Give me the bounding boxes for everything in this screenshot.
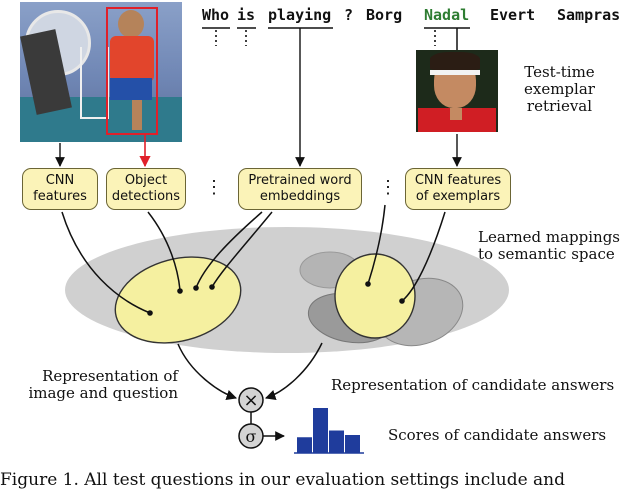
mapping-curve-embedding-1 [195, 211, 263, 289]
mapping-curve-embedding-2 [211, 211, 273, 288]
mapping-curve-exemplar [401, 211, 446, 302]
answer-ellipse [334, 253, 416, 339]
candidate-answer: Borg [366, 6, 403, 24]
mapping-curve-object [147, 211, 181, 291]
score-bar [313, 408, 328, 453]
object-detections-box: Object detections [106, 168, 186, 210]
score-bar [297, 437, 312, 453]
iq-to-multiply-arrow [177, 343, 237, 400]
exemplar-photo [416, 50, 498, 132]
embedding-point [365, 281, 371, 287]
learned-mappings-label: Learned mappings to semantic space [478, 228, 620, 263]
embedding-point [177, 288, 183, 294]
question-mark: ? [344, 6, 354, 24]
candidate-answer: Evert [490, 6, 536, 24]
person-detection-box [106, 7, 158, 135]
embedding-point [399, 298, 405, 304]
multiply-icon: × [243, 390, 258, 411]
score-histogram [294, 408, 364, 454]
score-bar [345, 435, 360, 453]
candidate-answer-correct: Nadal [424, 6, 470, 24]
question-word: Who [202, 6, 230, 24]
question-word: is [237, 6, 256, 24]
exemplar-features-box: CNN features of exemplars [405, 168, 511, 210]
tennis-photo [20, 2, 182, 142]
embedding-point [209, 284, 215, 290]
ellipsis: ⋮ [205, 177, 223, 198]
image-question-representation-label: Representation of image and question [28, 367, 178, 402]
sigma-icon: σ [246, 427, 257, 446]
word-embeddings-box: Pretrained word embeddings [238, 168, 362, 210]
candidate-answers-representation-label: Representation of candidate answers [331, 376, 615, 394]
scores-label: Scores of candidate answers [388, 426, 607, 444]
embedding-point [147, 310, 153, 316]
image-question-ellipse [114, 256, 242, 344]
exemplar-retrieval-label: Test-time exemplar retrieval [524, 63, 595, 115]
mapping-curve-cnn [61, 211, 151, 314]
question-word: playing [268, 6, 332, 24]
cnn-features-box: CNN features [22, 168, 98, 210]
embedding-point [193, 285, 199, 291]
candidate-answer: Sampras [557, 6, 621, 24]
answers-to-multiply-arrow [265, 342, 323, 400]
ellipsis: ⋮ [379, 177, 397, 198]
score-bar [329, 430, 344, 453]
mapping-curve-answer [367, 204, 386, 285]
